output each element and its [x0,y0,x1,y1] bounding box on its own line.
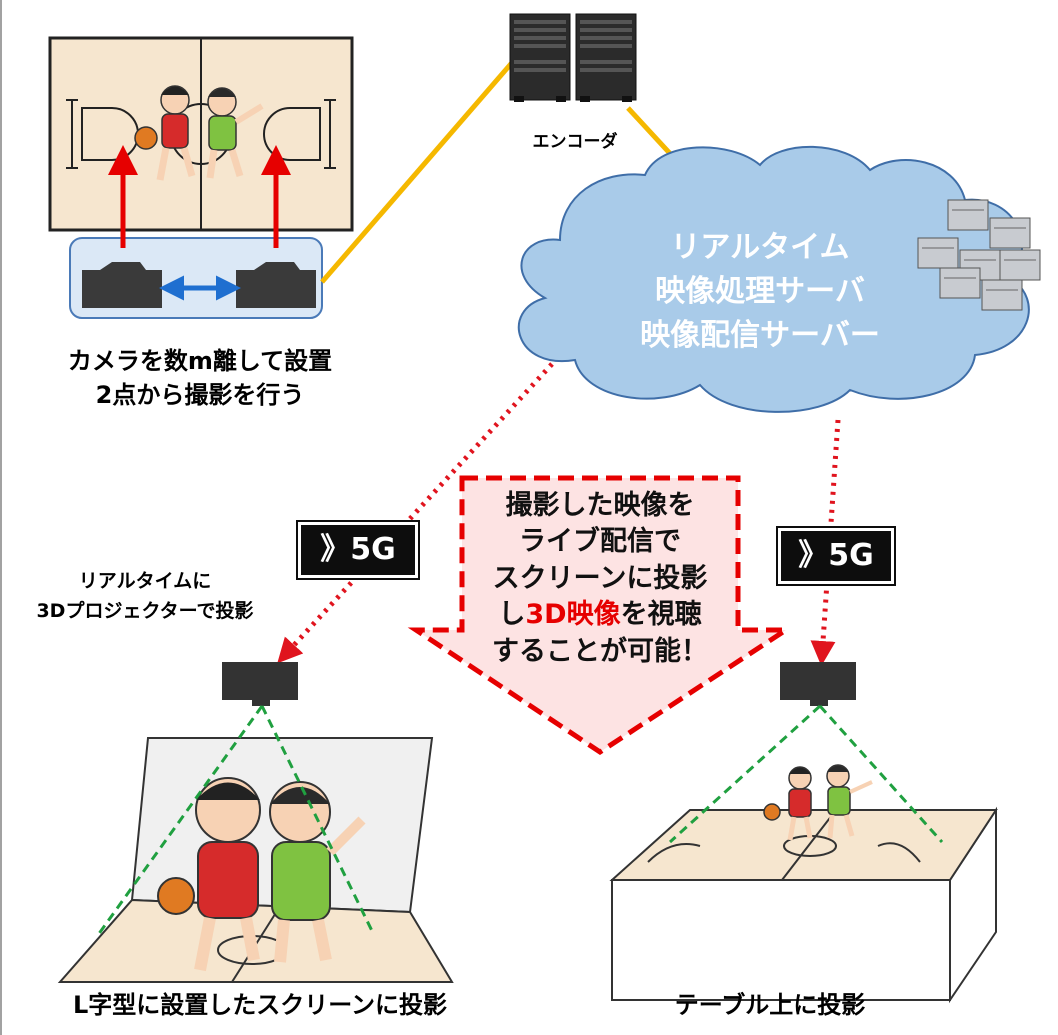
callout-line4-prefix: し [498,599,526,631]
server-stack-icon [917,199,1041,311]
cloud-title-line3: 映像配信サーバー [640,318,880,353]
projector-left [222,662,298,700]
cloud-title-line1: リアルタイム [670,230,850,265]
bottom-left-caption: L字型に設置したスクリーンに投影 [72,991,448,1019]
bottom-right-caption: テーブル上に投影 [674,991,866,1019]
callout-line1: 撮影した映像を [505,490,695,521]
camera-rig [69,145,323,319]
5g-badge-left: 》5G [296,520,420,580]
cable-to-encoder [320,56,518,284]
projector-caption-line1: リアルタイムに [78,570,212,592]
wireless-link-left [277,362,554,664]
encoder-server [509,13,637,102]
callout-line3: スクリーンに投影 [492,562,708,594]
callout-arrow [407,475,795,755]
projector-right [780,662,856,700]
court-top-view [48,36,354,232]
camera-caption-line2: 2点から撮影を行う [95,381,305,409]
players-illustration-small [763,764,873,841]
5g-badge-right: 》5G [776,526,896,586]
projector-caption-line2: 3Dプロジェクターで投影 [36,600,254,622]
camera-caption-line1: カメラを数m離して設置 [67,347,333,375]
callout-line4: し3D映像を視聴 [462,597,738,633]
l-shaped-screen [57,737,454,983]
players-illustration-top [134,85,264,181]
callout-line5: することが可能！ [492,635,708,667]
encoder-label: エンコーダ [532,132,618,152]
callout-line2: ライブ配信で [519,526,681,558]
callout-highlight-3d: 3D映像 [525,599,621,631]
callout-line4-suffix: を視聴 [620,599,702,631]
players-illustration-large [157,777,366,972]
callout-text: 撮影した映像を ライブ配信で スクリーンに投影 し3D映像を視聴 することが可能… [462,488,738,670]
projection-table [609,764,998,1004]
cloud-title-line2: 映像処理サーバ [655,274,865,309]
server-cloud [518,145,1041,413]
